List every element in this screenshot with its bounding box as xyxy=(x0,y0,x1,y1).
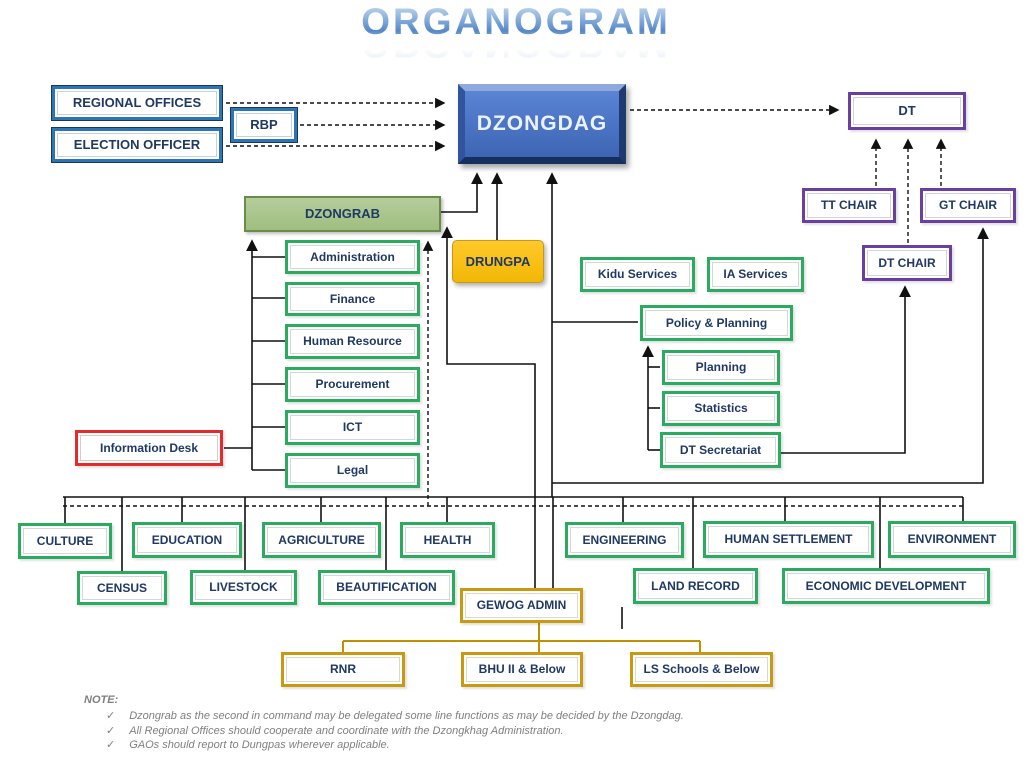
node-regional-offices: REGIONAL OFFICES xyxy=(52,86,222,120)
node-human-resource: Human Resource xyxy=(285,324,420,359)
node-gt-chair: GT CHAIR xyxy=(920,188,1016,223)
node-dzongdag: DZONGDAG xyxy=(458,84,626,164)
node-human-settlement: HUMAN SETTLEMENT xyxy=(703,521,874,558)
node-education: EDUCATION xyxy=(132,522,242,558)
node-engineering: ENGINEERING xyxy=(565,522,684,558)
page-title-wrap: ORGANOGRAM ORGANOGRAM xyxy=(0,1,1032,65)
check-icon: ✓ xyxy=(106,739,116,751)
node-rnr: RNR xyxy=(281,652,405,687)
node-dt-secretariat: DT Secretariat xyxy=(660,432,781,468)
node-information-desk: Information Desk xyxy=(75,430,223,466)
node-planning: Planning xyxy=(662,350,780,385)
node-ls-schools: LS Schools & Below xyxy=(630,652,773,687)
node-beautification: BEAUTIFICATION xyxy=(318,570,455,605)
node-dt: DT xyxy=(848,92,966,130)
node-agriculture: AGRICULTURE xyxy=(262,522,381,558)
node-statistics: Statistics xyxy=(662,391,780,426)
node-land-record: LAND RECORD xyxy=(633,568,758,604)
node-livestock: LIVESTOCK xyxy=(190,570,297,605)
node-culture: CULTURE xyxy=(18,523,112,559)
node-election-officer: ELECTION OFFICER xyxy=(52,128,222,162)
node-drungpa: DRUNGPA xyxy=(452,240,544,283)
note-item: ✓ Dzongrab as the second in command may … xyxy=(106,709,684,724)
note-item-text: Dzongrab as the second in command may be… xyxy=(129,710,684,722)
node-bhu: BHU II & Below xyxy=(461,652,583,687)
node-policy-planning: Policy & Planning xyxy=(640,305,793,341)
check-icon: ✓ xyxy=(106,710,116,722)
node-legal: Legal xyxy=(285,453,420,488)
node-economic-development: ECONOMIC DEVELOPMENT xyxy=(782,568,990,604)
note-item-text: GAOs should report to Dungpas wherever a… xyxy=(129,739,390,751)
node-ia-services: IA Services xyxy=(707,257,804,292)
node-rbp: RBP xyxy=(231,108,297,142)
page-title: ORGANOGRAM xyxy=(361,1,671,42)
node-health: HEALTH xyxy=(400,522,495,558)
note-heading: NOTE: xyxy=(84,694,119,706)
node-ict: ICT xyxy=(285,410,420,445)
node-finance: Finance xyxy=(285,282,420,316)
note-item-text: All Regional Offices should cooperate an… xyxy=(129,724,564,737)
node-environment: ENVIRONMENT xyxy=(888,521,1016,558)
node-kidu-services: Kidu Services xyxy=(580,257,695,292)
page-title-reflection: ORGANOGRAM xyxy=(361,42,671,64)
node-gewog-admin: GEWOG ADMIN xyxy=(460,588,583,623)
node-dt-chair: DT CHAIR xyxy=(862,245,952,281)
node-procurement: Procurement xyxy=(285,367,420,402)
node-dzongrab: DZONGRAB xyxy=(244,196,441,232)
note-item: ✓ All Regional Offices should cooperate … xyxy=(106,724,684,739)
note-item: ✓ GAOs should report to Dungpas wherever… xyxy=(106,738,684,753)
node-tt-chair: TT CHAIR xyxy=(802,188,896,223)
check-icon: ✓ xyxy=(106,724,116,737)
node-census: CENSUS xyxy=(77,571,167,605)
node-administration: Administration xyxy=(285,240,420,274)
note-block: NOTE: ✓ Dzongrab as the second in comman… xyxy=(84,694,684,753)
